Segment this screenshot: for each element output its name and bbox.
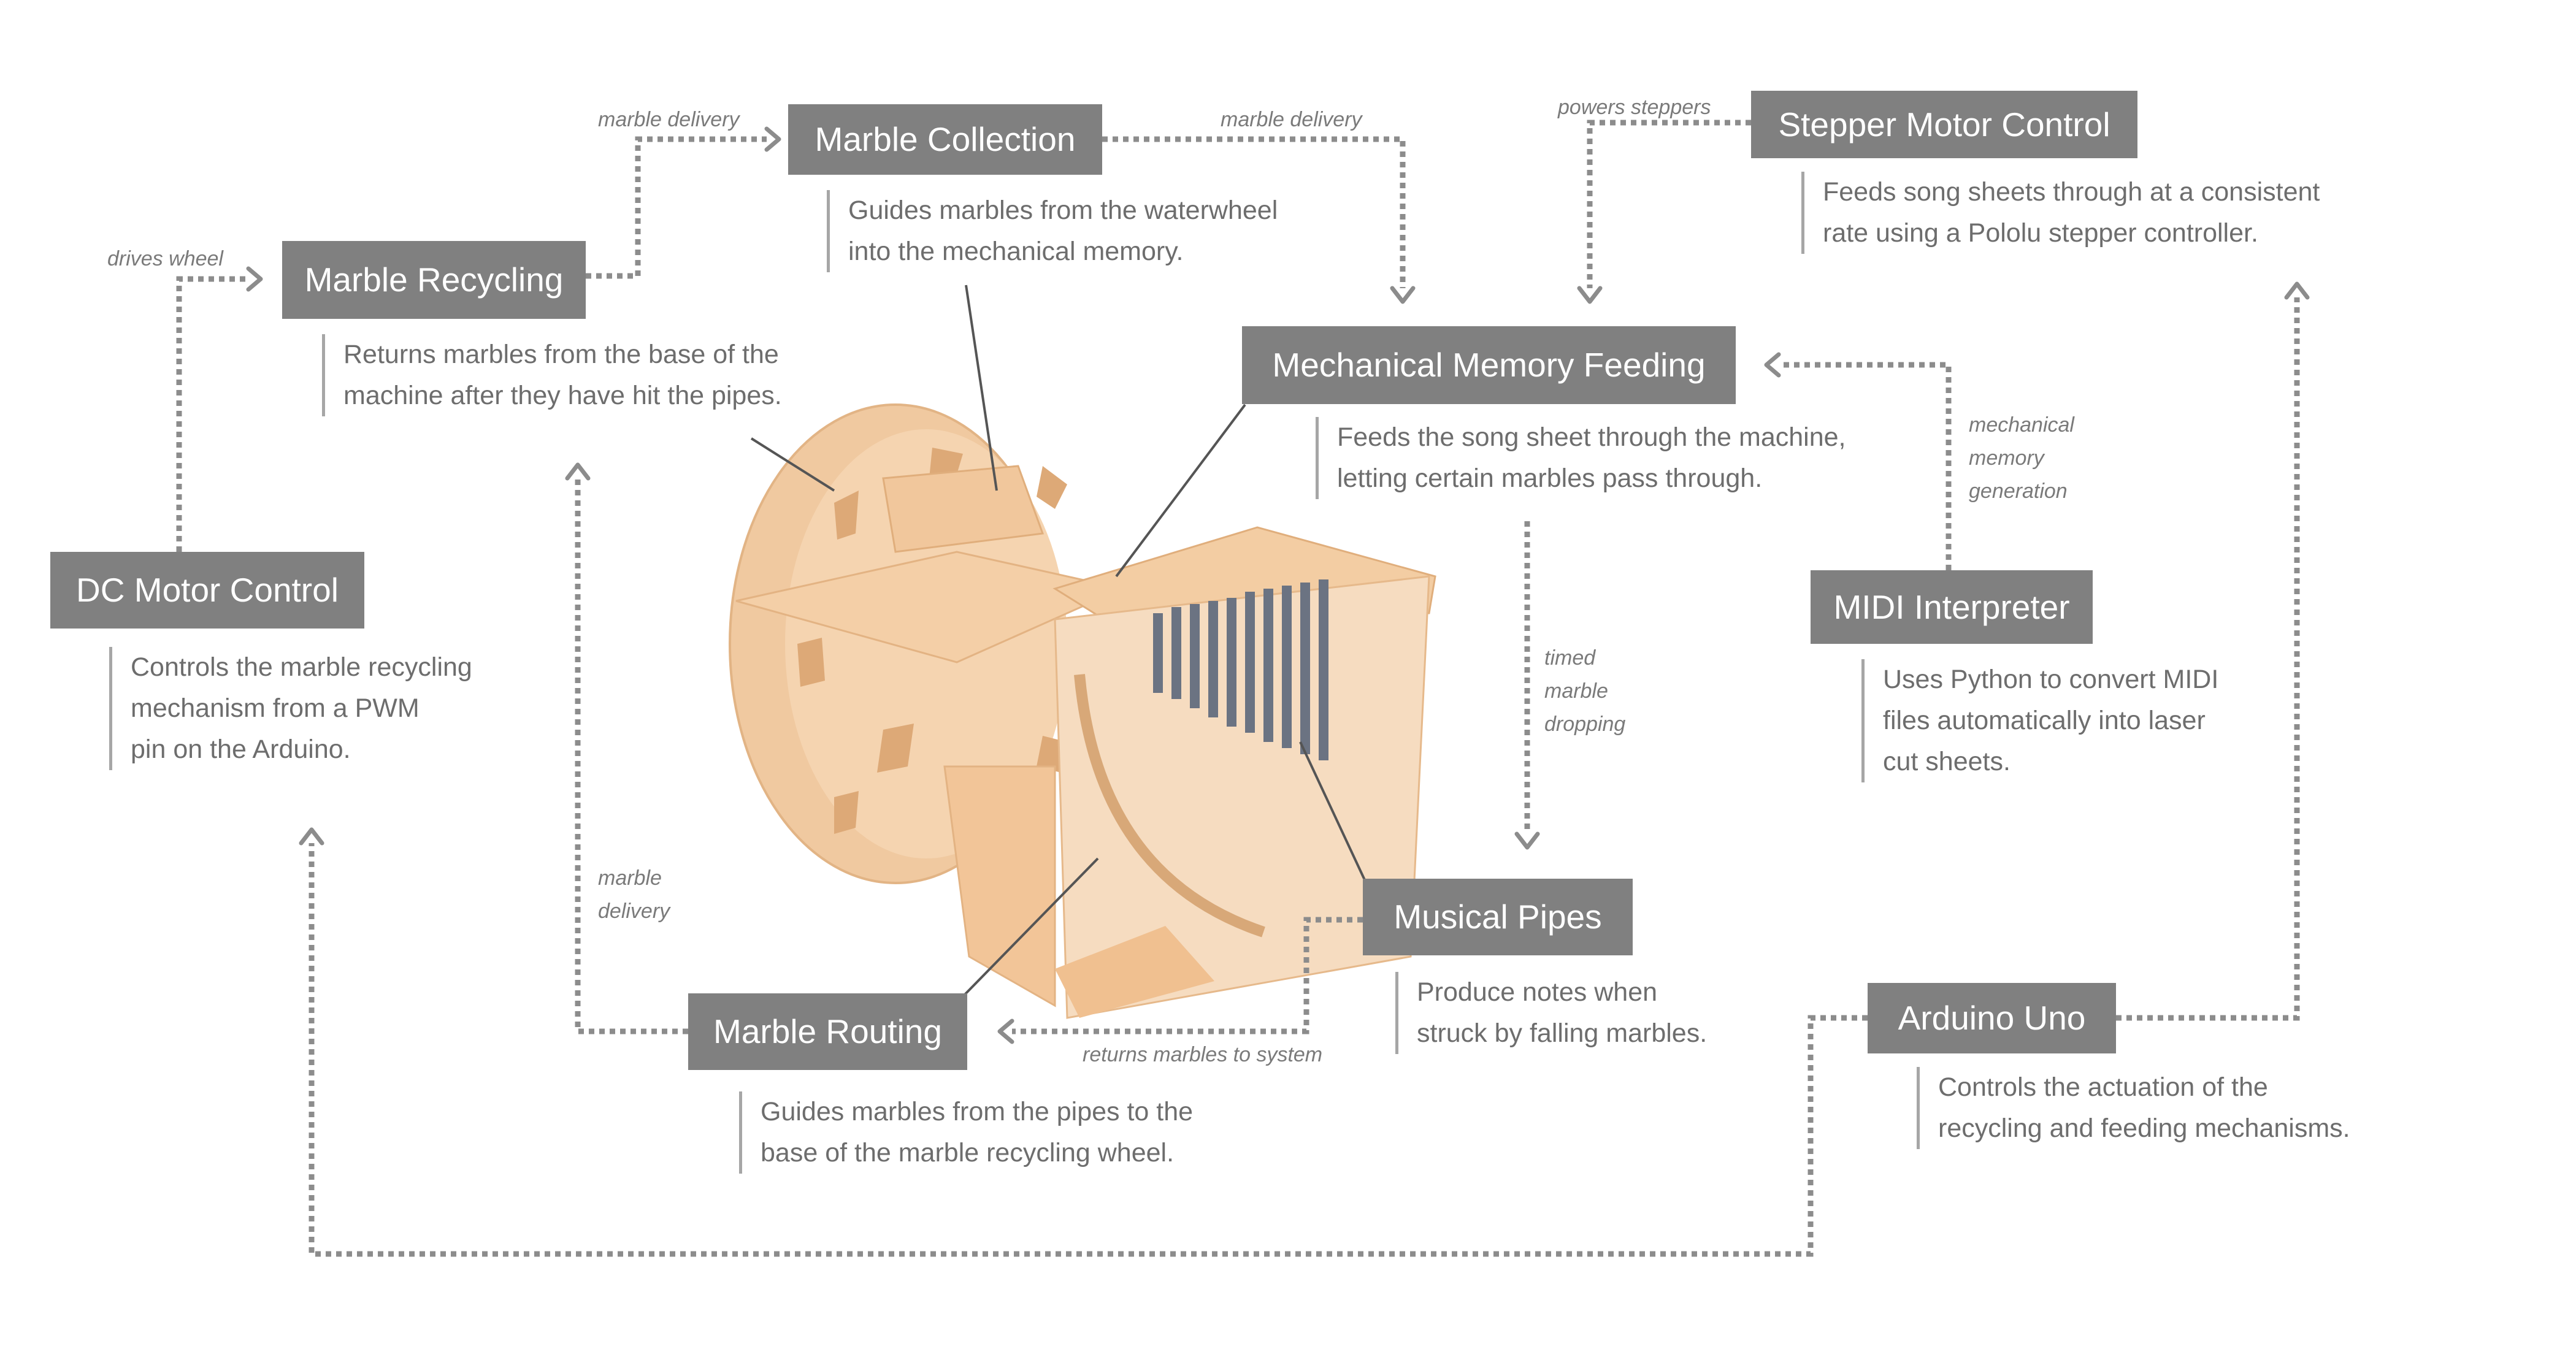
routing-ramp [943,765,1056,1007]
marble-routing-description: Guides marbles from the pipes to the bas… [739,1091,1193,1174]
stepper-motor-control-description: Feeds song sheets through at a consisten… [1801,172,2320,254]
musical-pipes-description: Produce notes when struck by falling mar… [1395,972,1707,1054]
edge-label-drives-wheel: drives wheel [107,247,223,270]
midi-interpreter-title: MIDI Interpreter [1833,587,2070,626]
mechanical-memory-feeding-description: Feeds the song sheet through the machine… [1316,417,1846,499]
dc-motor-control-box: DC Motor Control [50,552,364,629]
routing-chute [1055,926,1214,1018]
connectors [176,120,2310,1257]
arduino-uno-description: Controls the actuation of the recycling … [1917,1067,2350,1149]
dc-motor-control-description: Controls the marble recycling mechanism … [109,647,472,770]
midi-interpreter-description: Uses Python to convert MIDI files automa… [1861,659,2218,782]
marble-recycling-title: Marble Recycling [304,261,564,299]
marble-recycling-box: Marble Recycling [282,241,586,319]
edge-label-powers-steppers: powers steppers [1558,96,1711,119]
musical-pipes-title: Musical Pipes [1393,898,1602,936]
mechanical-memory-feeding-title: Mechanical Memory Feeding [1272,346,1706,384]
arduino-uno-box: Arduino Uno [1868,983,2116,1053]
dc-motor-control-title: DC Motor Control [76,571,339,609]
edge-label-marble-delivery-left: marble delivery [598,866,670,923]
stepper-motor-control-title: Stepper Motor Control [1778,105,2110,143]
edge-label-marble-delivery-collection: marble delivery [1221,108,1362,131]
marble-collection-box: Marble Collection [788,104,1102,175]
pointer-lines [750,285,1366,998]
marble-collection-description: Guides marbles from the waterwheel into … [827,190,1278,272]
marble-routing-title: Marble Routing [713,1012,942,1050]
edge-label-timed-marble-dropping: timed marble dropping [1544,646,1626,736]
stepper-motor-control-box: Stepper Motor Control [1751,91,2137,158]
edge-label-mechanical-memory-generation: mechanical memory generation [1969,413,2074,503]
machine-illustration [729,403,1436,1019]
marble-recycling-description: Returns marbles from the base of the mac… [322,334,782,416]
curved-ramp [1074,674,1265,938]
marble-routing-box: Marble Routing [688,993,967,1070]
collection-tray [882,465,1045,553]
edge-label-returns-marbles: returns marbles to system [1083,1043,1323,1066]
musical-pipes-box: Musical Pipes [1363,879,1633,955]
edge-label-marble-delivery-top: marble delivery [598,108,740,131]
mechanical-memory-feeding-box: Mechanical Memory Feeding [1242,326,1736,404]
marble-collection-title: Marble Collection [815,120,1076,158]
midi-interpreter-box: MIDI Interpreter [1811,570,2093,644]
arduino-uno-title: Arduino Uno [1898,999,2086,1037]
pipe-array [1153,579,1328,760]
